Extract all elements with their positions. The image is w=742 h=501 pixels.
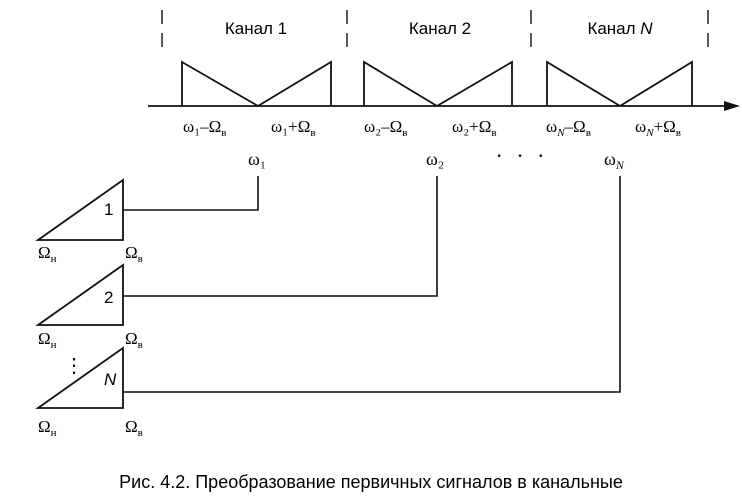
spectrum-upper-sideband-1 <box>257 60 332 107</box>
freq-label-1-lower: ω₁–Ωв <box>183 117 226 139</box>
freq-label-2-lower: ω₂–Ωв <box>364 117 407 139</box>
source-spectrum-1 <box>35 178 124 241</box>
channel-label-2: Канал 2 <box>409 19 471 38</box>
source-spectrum-n <box>35 346 124 409</box>
carrier-label-n: ωN <box>604 149 625 172</box>
connector-2 <box>124 176 438 297</box>
freq-label-1-upper: ω₁+Ωв <box>271 117 316 139</box>
source-number-1: 1 <box>104 200 113 219</box>
spectrum-upper-sideband-2 <box>436 60 513 107</box>
source-n-high-label: Ωв <box>125 417 143 439</box>
spectrum-lower-sideband-n <box>546 60 621 107</box>
axis-arrow-icon <box>724 101 740 111</box>
channel-label-1: Канал 1 <box>225 19 287 38</box>
carrier-label-1: ω₁ <box>248 149 266 169</box>
spectrum-lower-sideband-1 <box>181 60 259 107</box>
spectrum-upper-sideband-n <box>619 60 693 107</box>
source-spectrum-2 <box>35 263 124 326</box>
spectrum-lower-sideband-2 <box>363 60 438 107</box>
source-2-low-label: Ωн <box>38 329 57 351</box>
freq-label-n-lower: ωN–Ωв <box>546 117 591 139</box>
connector-n <box>124 176 621 393</box>
source-ellipsis: ⋮ <box>64 355 84 377</box>
source-number-n: N <box>104 370 117 389</box>
freq-label-2-upper: ω₂+Ωв <box>452 117 497 139</box>
channel-label-n: Канал N <box>587 19 653 38</box>
freq-label-n-upper: ωN+Ωв <box>635 117 681 139</box>
source-2-high-label: Ωв <box>125 329 143 351</box>
source-n-low-label: Ωн <box>38 417 57 439</box>
source-number-2: 2 <box>104 288 113 307</box>
channel-ellipsis: · · · <box>496 143 549 168</box>
figure-caption: Рис. 4.2. Преобразование первичных сигна… <box>119 472 623 492</box>
carrier-label-2: ω₂ <box>426 149 444 169</box>
source-1-high-label: Ωв <box>125 243 143 265</box>
source-1-low-label: Ωн <box>38 243 57 265</box>
connector-1 <box>124 176 259 211</box>
